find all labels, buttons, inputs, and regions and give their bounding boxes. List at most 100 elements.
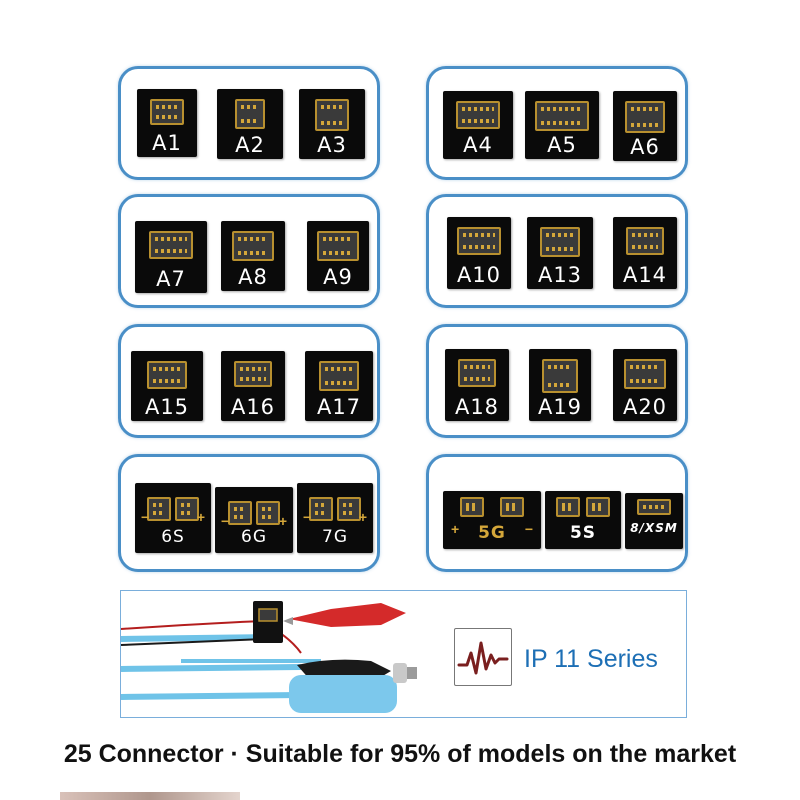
connector-group-a4-a6: A4 A5 A6 xyxy=(426,66,688,180)
connector-group-6s-7g: − + 6S − + 6G − + 7G xyxy=(118,454,380,572)
minus-sign: − xyxy=(524,521,533,537)
connector-board-5s: 5S xyxy=(545,491,621,549)
connector-board-a4: A4 xyxy=(443,91,513,159)
connector-label: 6S xyxy=(161,527,185,547)
connector-socket xyxy=(499,497,524,517)
connector-label: A16 xyxy=(230,395,276,419)
connector-socket xyxy=(149,231,193,259)
connector-label: 7G xyxy=(322,527,348,547)
connector-board-a7: A7 xyxy=(135,221,207,293)
connector-label: A6 xyxy=(630,135,660,159)
connector-socket xyxy=(336,497,361,521)
connector-board-a8: A8 xyxy=(221,221,285,291)
connector-board-a9: A9 xyxy=(307,221,369,291)
connector-socket xyxy=(586,497,611,517)
connector-label: A8 xyxy=(238,265,268,289)
connector-socket xyxy=(232,231,274,261)
connector-socket xyxy=(626,227,664,255)
waveform-icon-graphic xyxy=(457,641,509,675)
connector-socket xyxy=(227,501,252,525)
connector-group-a15-a17: A15 A16 A17 xyxy=(118,324,380,438)
connector-label: A18 xyxy=(454,395,500,419)
connector-socket xyxy=(315,99,349,131)
connector-label: 6G xyxy=(241,527,267,547)
plus-sign: + xyxy=(451,521,460,537)
connector-socket xyxy=(457,227,501,255)
connector-label: A9 xyxy=(323,265,353,289)
minus-sign: − xyxy=(221,513,230,529)
connector-board-a18: A18 xyxy=(445,349,509,421)
connector-board-a3: A3 xyxy=(299,89,365,159)
connector-board-8xsm: 8/XSM xyxy=(625,493,683,549)
connector-board-a10: A10 xyxy=(447,217,511,289)
connector-socket xyxy=(309,497,334,521)
plus-sign: + xyxy=(358,509,367,525)
connector-board-a14: A14 xyxy=(613,217,677,289)
connector-label: A1 xyxy=(152,131,182,155)
connector-socket xyxy=(540,227,580,257)
connector-socket xyxy=(319,361,359,391)
connector-board-6g: − + 6G xyxy=(215,487,293,553)
waveform-icon xyxy=(454,628,512,686)
connector-socket xyxy=(235,99,265,129)
connector-board-a5: A5 xyxy=(525,91,599,159)
connector-label: A15 xyxy=(144,395,190,419)
cable-illustration xyxy=(121,601,417,713)
bottom-image-strip xyxy=(60,792,240,800)
connector-board-a17: A17 xyxy=(305,351,373,421)
plus-sign: + xyxy=(196,509,205,525)
connector-label: A4 xyxy=(463,133,493,157)
connector-label: 8/XSM xyxy=(630,521,678,535)
connector-board-a2: A2 xyxy=(217,89,283,159)
connector-label: A14 xyxy=(622,263,668,287)
connector-group-5g-8xsm: + − 5G 5S 8/XSM xyxy=(426,454,688,572)
connector-group-a7-a9: A7 A8 A9 xyxy=(118,194,380,308)
connector-board-a16: A16 xyxy=(221,351,285,421)
connector-group-a10-a14: A10 A13 A14 xyxy=(426,194,688,308)
connector-socket xyxy=(535,101,589,131)
connector-socket xyxy=(458,359,496,387)
connector-socket xyxy=(150,99,184,125)
connector-socket xyxy=(147,497,172,521)
connector-socket xyxy=(147,361,187,389)
connector-label: A10 xyxy=(456,263,502,287)
connector-label: A19 xyxy=(537,395,583,419)
connector-socket xyxy=(555,497,580,517)
connector-board-a6: A6 xyxy=(613,91,677,161)
connector-label: A17 xyxy=(316,395,362,419)
connector-board-7g: − + 7G xyxy=(297,483,373,553)
connector-label: 5S xyxy=(569,523,597,543)
connector-board-a1: A1 xyxy=(137,89,197,157)
connector-socket xyxy=(174,497,199,521)
connector-board-a20: A20 xyxy=(613,349,677,421)
connector-socket xyxy=(624,359,666,389)
connector-board-5g: + − 5G xyxy=(443,491,541,549)
connector-label: A20 xyxy=(622,395,668,419)
connector-socket xyxy=(317,231,359,261)
series-label: IP 11 Series xyxy=(524,645,658,673)
connector-socket xyxy=(460,497,485,517)
connector-board-a15: A15 xyxy=(131,351,203,421)
connector-label: A2 xyxy=(235,133,265,157)
plus-sign: + xyxy=(278,513,287,529)
connector-board-a13: A13 xyxy=(527,217,593,289)
connector-board-6s: − + 6S xyxy=(135,483,211,553)
cable-product-panel xyxy=(120,590,687,718)
connector-label: 5G xyxy=(478,523,506,543)
connector-group-a1-a3: A1 A2 A3 xyxy=(118,66,380,180)
minus-sign: − xyxy=(141,509,150,525)
connector-board-a19: A19 xyxy=(529,349,591,421)
connector-socket xyxy=(625,101,665,133)
connector-label: A3 xyxy=(317,133,347,157)
connector-socket xyxy=(637,499,671,515)
connector-socket xyxy=(256,501,281,525)
connector-socket xyxy=(456,101,500,129)
connector-socket xyxy=(542,359,578,393)
connector-socket xyxy=(234,361,272,387)
caption-text: 25 Connector · Suitable for 95% of model… xyxy=(63,740,737,768)
connector-label: A13 xyxy=(537,263,583,287)
connector-label: A5 xyxy=(547,133,577,157)
connector-label: A7 xyxy=(156,267,186,291)
connector-group-a18-a20: A18 A19 A20 xyxy=(426,324,688,438)
minus-sign: − xyxy=(303,509,312,525)
